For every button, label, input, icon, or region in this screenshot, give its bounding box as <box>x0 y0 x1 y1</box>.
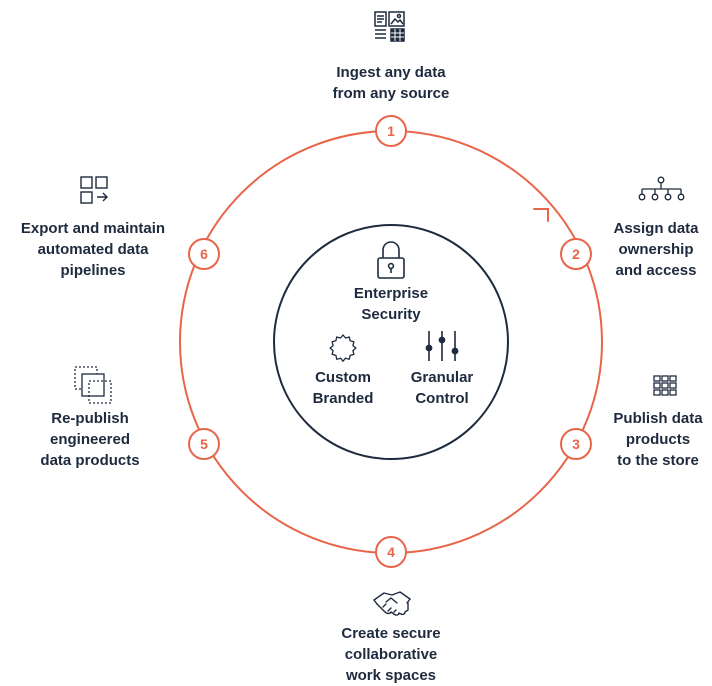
branded-line-1: Custom <box>315 369 371 386</box>
step-3-line-1: Publish data <box>613 410 703 427</box>
step-6-line-2: automated data <box>37 241 149 258</box>
step-2-line-1: Assign data <box>613 220 699 237</box>
step-number-1: 1 <box>387 123 395 139</box>
step-badge-6: 6 <box>188 238 220 270</box>
step-6-line-3: pipelines <box>60 262 126 279</box>
step-6-line-1: Export and maintain <box>20 220 166 237</box>
step-2-line-2: ownership <box>618 241 694 258</box>
step-4-label: Create secure collaborative work spaces <box>301 623 481 686</box>
step-5-line-1: Re-publish <box>51 410 129 427</box>
org-chart-icon <box>638 176 685 201</box>
export-pipeline-icon <box>80 176 108 204</box>
cycle-direction-arrow <box>533 208 549 222</box>
badge-seal-icon <box>329 334 357 362</box>
step-number-4: 4 <box>387 544 395 560</box>
step-badge-3: 3 <box>560 428 592 460</box>
step-1-line-1: Ingest any data <box>336 64 446 81</box>
step-1-label: Ingest any data from any source <box>301 62 481 104</box>
layers-icon <box>74 366 112 404</box>
granular-control-label: Granular Control <box>396 367 488 409</box>
step-number-3: 3 <box>572 436 580 452</box>
step-5-line-2: engineered <box>49 431 131 448</box>
outer-cycle-ring <box>179 130 603 554</box>
step-5-line-3: data products <box>40 452 140 469</box>
step-badge-2: 2 <box>560 238 592 270</box>
security-line-2: Security <box>361 306 421 323</box>
data-sources-icon <box>374 11 405 42</box>
handshake-icon <box>373 591 411 616</box>
step-badge-4: 4 <box>375 536 407 568</box>
step-6-label: Export and maintain automated data pipel… <box>4 218 182 281</box>
step-3-line-3: to the store <box>617 452 699 469</box>
control-line-2: Control <box>415 390 469 407</box>
grid-store-icon <box>653 375 677 396</box>
step-5-label: Re-publish engineered data products <box>20 408 160 471</box>
inner-core-circle <box>273 224 509 460</box>
step-3-label: Publish data products to the store <box>604 408 712 471</box>
step-3-line-2: products <box>625 431 691 448</box>
step-badge-5: 5 <box>188 428 220 460</box>
sliders-icon <box>425 331 459 361</box>
custom-branded-label: Custom Branded <box>298 367 388 409</box>
padlock-icon <box>377 241 405 279</box>
step-2-label: Assign data ownership and access <box>600 218 712 281</box>
step-number-2: 2 <box>572 246 580 262</box>
step-4-line-2: collaborative <box>344 646 438 663</box>
step-badge-1: 1 <box>375 115 407 147</box>
step-number-6: 6 <box>200 246 208 262</box>
step-4-line-3: work spaces <box>345 667 437 684</box>
enterprise-security-label: Enterprise Security <box>331 283 451 325</box>
branded-line-2: Branded <box>312 390 374 407</box>
step-2-line-3: and access <box>615 262 697 279</box>
step-1-line-2: from any source <box>332 85 450 102</box>
security-line-1: Enterprise <box>353 285 429 302</box>
step-4-line-1: Create secure <box>341 625 441 642</box>
step-number-5: 5 <box>200 436 208 452</box>
control-line-1: Granular <box>410 369 474 386</box>
